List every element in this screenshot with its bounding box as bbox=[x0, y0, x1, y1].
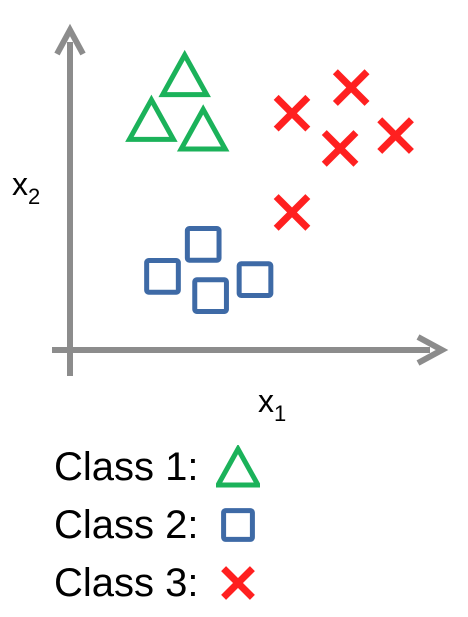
square-point-legend bbox=[221, 508, 255, 542]
scatter-plot: x2 x1 bbox=[12, 23, 449, 426]
legend-item-class-2: Class 2: bbox=[54, 496, 260, 554]
legend-label: Class 1: bbox=[54, 444, 199, 489]
square-point bbox=[192, 277, 229, 314]
legend-label: Class 2: bbox=[54, 502, 199, 547]
y-axis-arrow-icon bbox=[54, 23, 86, 56]
x-point-legend bbox=[221, 566, 255, 600]
square-point bbox=[144, 258, 181, 295]
triangle-point bbox=[158, 49, 211, 98]
triangle-marker-icon bbox=[216, 445, 260, 488]
axes bbox=[52, 23, 449, 376]
legend-item-class-1: Class 1: bbox=[54, 438, 260, 496]
legend-label: Class 3: bbox=[54, 560, 199, 605]
triangle-point bbox=[125, 94, 178, 142]
square-marker-icon bbox=[221, 508, 255, 542]
x-axis-label: x1 bbox=[258, 383, 286, 426]
legend-item-class-3: Class 3: bbox=[54, 554, 260, 612]
x-point bbox=[377, 117, 414, 154]
square-point bbox=[184, 226, 222, 263]
square-point bbox=[236, 261, 274, 298]
triangle-point bbox=[176, 104, 230, 152]
x-point bbox=[321, 130, 359, 167]
x-marker-icon bbox=[221, 566, 255, 600]
x-point bbox=[273, 194, 311, 231]
x-point bbox=[332, 69, 370, 106]
legend: Class 1: Class 2: Class 3: bbox=[54, 438, 260, 612]
x-point bbox=[273, 94, 311, 132]
data-marks bbox=[125, 49, 414, 314]
x-axis-arrow-icon bbox=[416, 334, 449, 366]
y-axis-label: x2 bbox=[12, 166, 40, 209]
triangle-point-legend bbox=[216, 445, 260, 488]
